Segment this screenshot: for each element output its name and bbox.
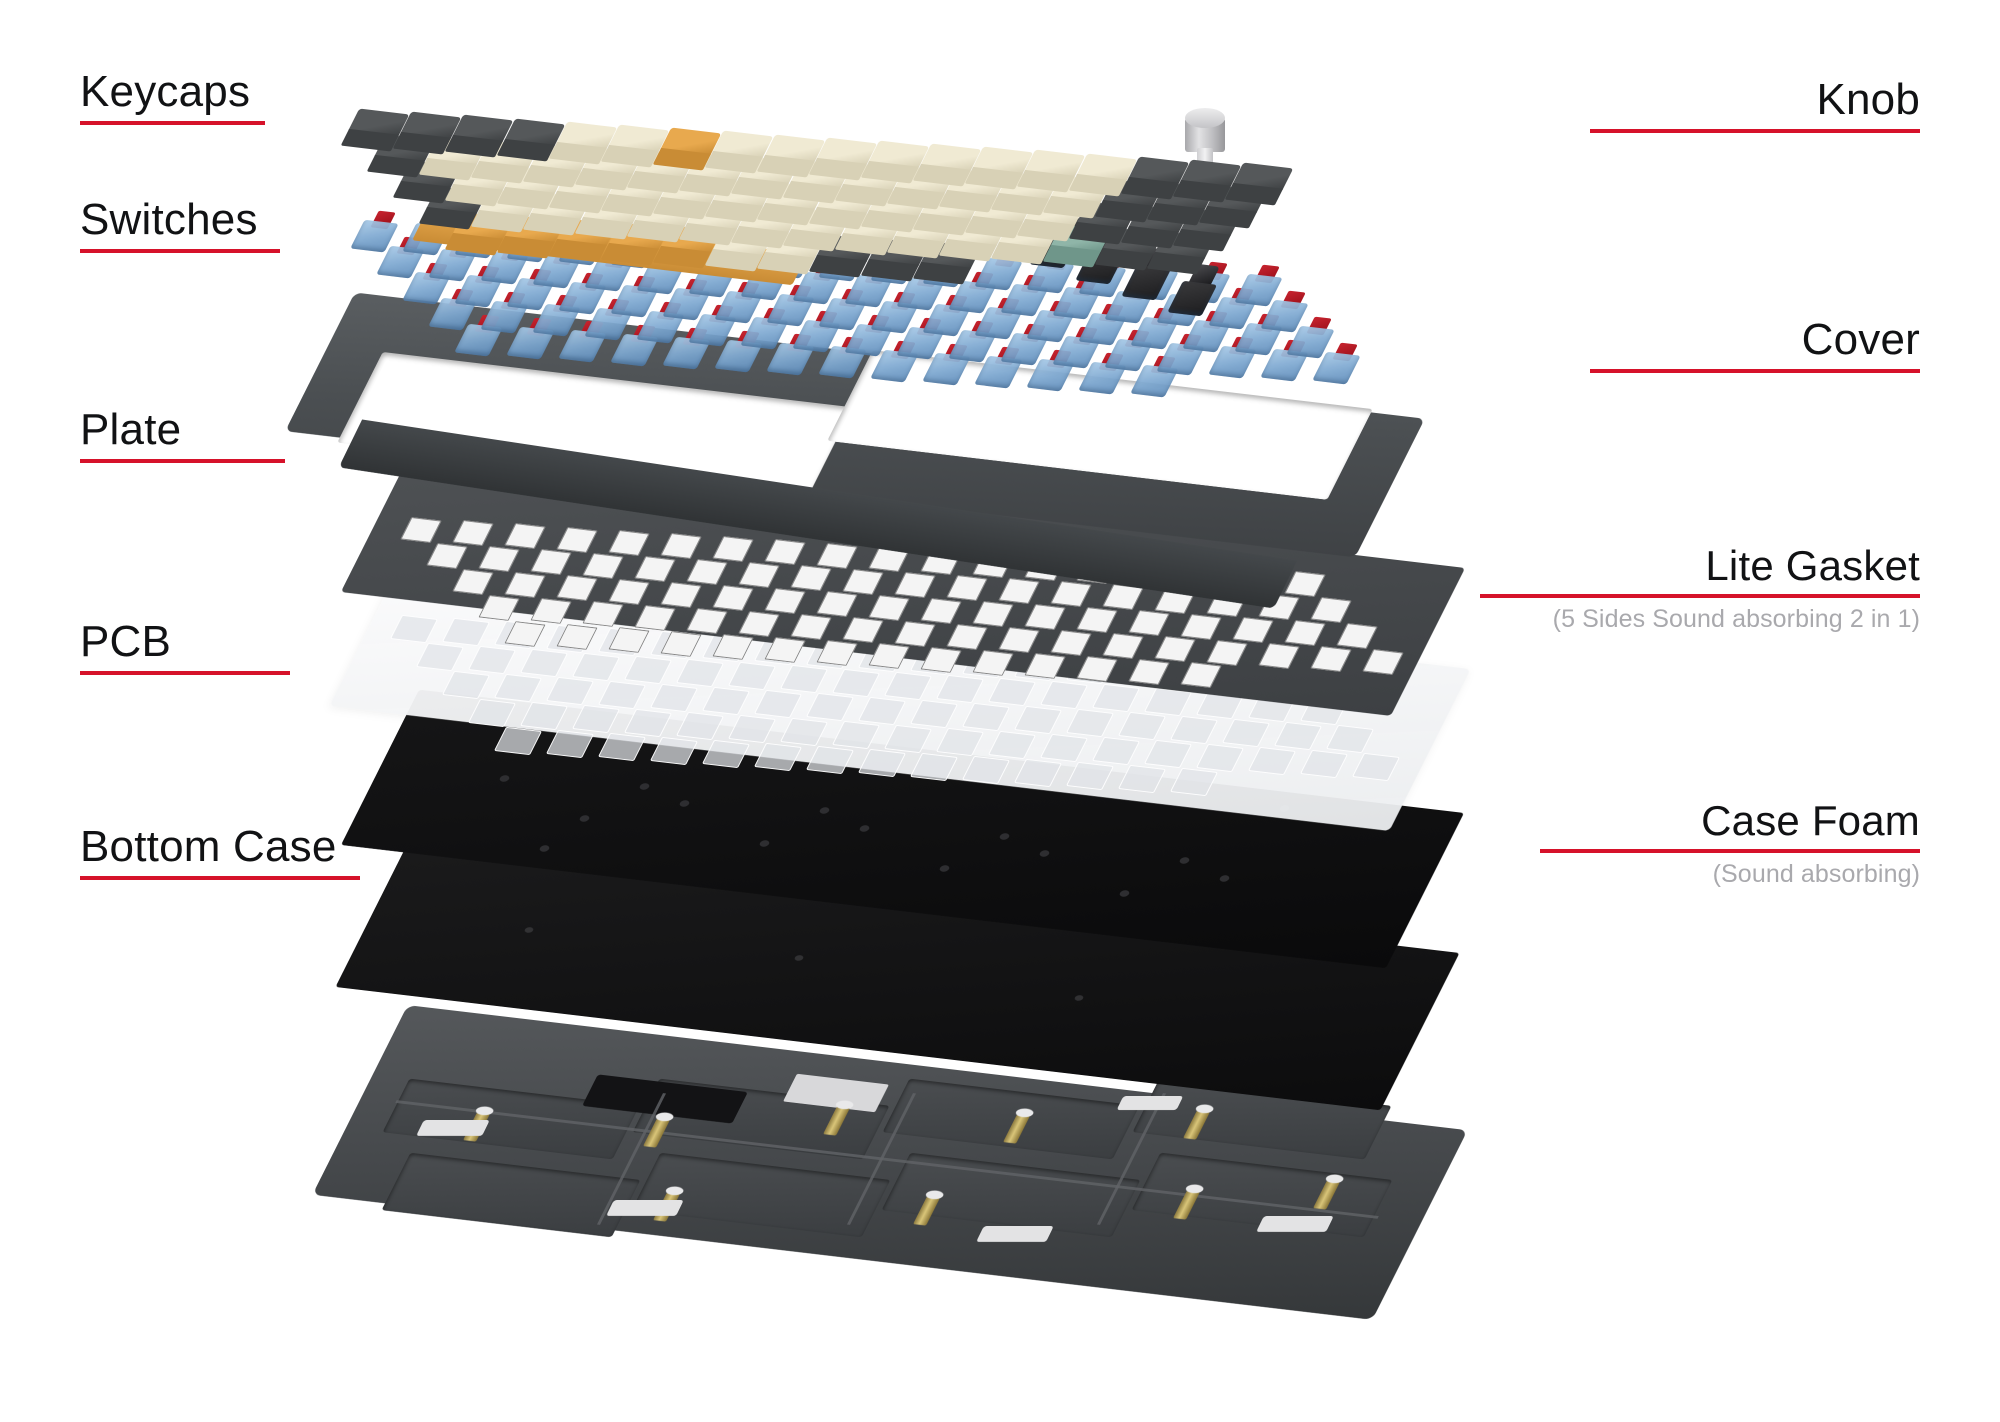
plate-switch-cutout bbox=[608, 627, 650, 654]
case-foot bbox=[416, 1120, 490, 1136]
callout-bottom-case: Bottom Case bbox=[80, 825, 360, 880]
case-foot bbox=[1256, 1216, 1334, 1232]
callout-sublabel-case-foam: (Sound absorbing) bbox=[1712, 860, 1920, 888]
callout-rule-switches bbox=[80, 249, 280, 253]
callout-rule-cover bbox=[1590, 369, 1920, 373]
case-foot bbox=[976, 1226, 1054, 1242]
callout-switches: Switches bbox=[80, 198, 280, 253]
callout-rule-keycaps bbox=[80, 121, 265, 125]
callout-rule-knob bbox=[1590, 129, 1920, 133]
callout-rule-pcb bbox=[80, 671, 290, 675]
callout-label-keycaps: Keycaps bbox=[80, 67, 251, 116]
callout-label-switches: Switches bbox=[80, 195, 258, 244]
callout-label-pcb: PCB bbox=[80, 617, 172, 666]
callout-rule-lite-gasket bbox=[1480, 594, 1920, 598]
callout-keycaps: Keycaps bbox=[80, 70, 265, 125]
layer-keycaps bbox=[330, 70, 1530, 286]
callout-knob: Knob bbox=[1590, 78, 1920, 133]
callout-label-case-foam: Case Foam bbox=[1701, 797, 1920, 844]
case-foot bbox=[606, 1200, 684, 1216]
gasket-cell bbox=[545, 730, 595, 759]
plate-switch-cutout bbox=[712, 633, 754, 660]
layer-bottom-case bbox=[312, 1005, 1480, 1360]
knob-cap bbox=[1185, 108, 1225, 128]
rotary-knob[interactable] bbox=[1185, 108, 1225, 174]
plate-switch-cutout bbox=[504, 621, 546, 647]
case-foot bbox=[1116, 1096, 1184, 1110]
plate-switch-cutout bbox=[556, 624, 598, 651]
callout-label-knob: Knob bbox=[1816, 75, 1920, 124]
plate-switch-cutout bbox=[660, 630, 702, 657]
gasket-cell bbox=[493, 726, 543, 756]
callout-label-plate: Plate bbox=[80, 405, 182, 454]
callout-label-bottom-case: Bottom Case bbox=[80, 822, 337, 871]
callout-rule-case-foam bbox=[1540, 849, 1920, 853]
callout-cover: Cover bbox=[1590, 318, 1920, 373]
callout-rule-plate bbox=[80, 459, 285, 463]
callout-sublabel-lite-gasket: (5 Sides Sound absorbing 2 in 1) bbox=[1552, 605, 1920, 633]
callout-plate: Plate bbox=[80, 408, 285, 463]
callout-label-cover: Cover bbox=[1801, 315, 1920, 364]
callout-rule-bottom-case bbox=[80, 876, 360, 880]
callout-lite-gasket: Lite Gasket (5 Sides Sound absorbing 2 in… bbox=[1480, 545, 1920, 632]
callout-label-lite-gasket: Lite Gasket bbox=[1705, 542, 1920, 589]
callout-pcb: PCB bbox=[80, 620, 290, 675]
callout-case-foam: Case Foam (Sound absorbing) bbox=[1540, 800, 1920, 887]
